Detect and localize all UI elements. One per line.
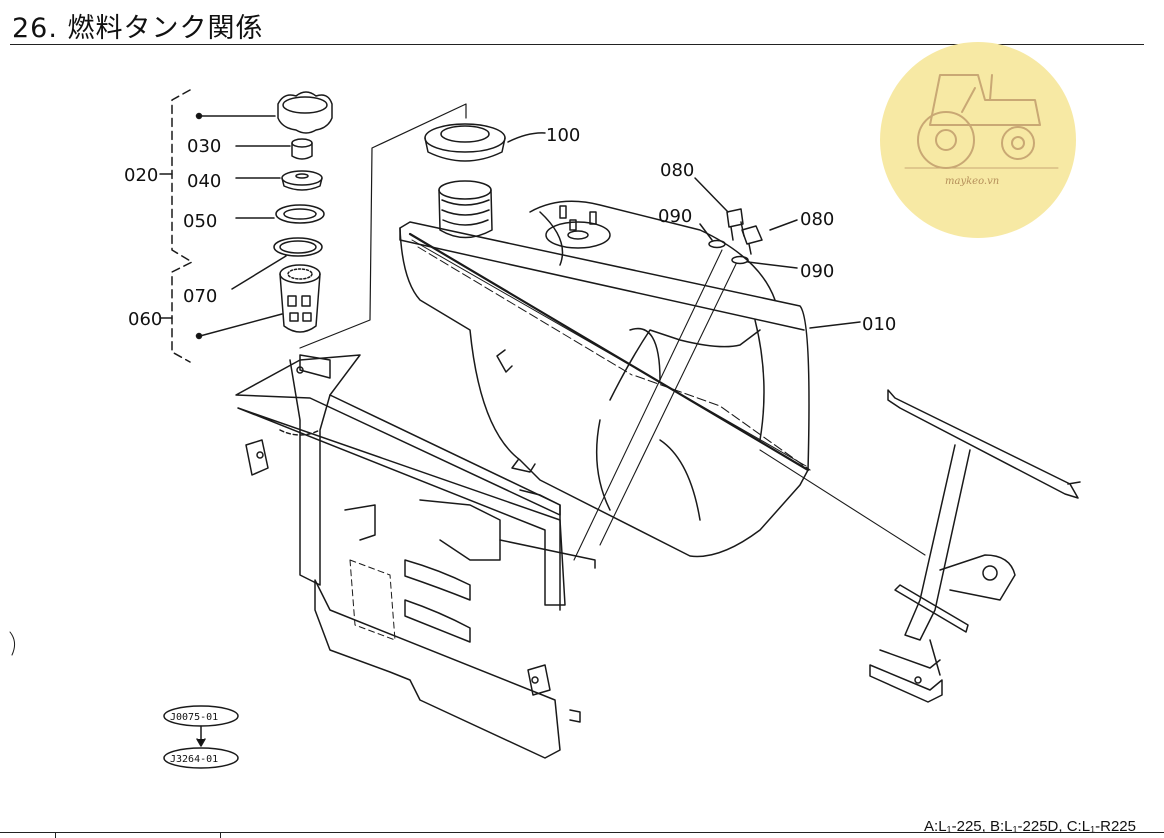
part-label-030: 030 — [187, 136, 221, 157]
footer-tick — [55, 832, 56, 838]
part-label-040: 040 — [187, 171, 221, 192]
part-label-050: 050 — [183, 211, 217, 232]
part-label-100: 100 — [546, 125, 580, 146]
part-label-090-b: 090 — [800, 261, 834, 282]
part-label-080-b: 080 — [800, 209, 834, 230]
part-label-070: 070 — [183, 286, 217, 307]
footer-divider — [0, 832, 1164, 833]
reference-oval-2 — [163, 747, 239, 769]
mounting-frame — [235, 354, 596, 759]
watermark-logo — [880, 42, 1076, 238]
filler-neck — [438, 180, 493, 239]
part-label-090-a: 090 — [658, 206, 692, 227]
part-label-010: 010 — [862, 314, 896, 335]
title-divider — [10, 44, 1144, 45]
footer-tick — [220, 832, 221, 838]
part-label-020: 020 — [124, 165, 158, 186]
reference-code-1: J0075-01 — [170, 712, 218, 723]
watermark-text: maykeo.vn — [945, 176, 999, 187]
bolts-and-washers — [573, 177, 798, 561]
filler-cap-assembly — [159, 89, 467, 363]
page-title: 26. 燃料タンク関係 — [12, 13, 264, 44]
model-applicability-note: A:L₁-225, B:L₁-225D, C:L₁-R225 — [924, 818, 1136, 835]
part-label-060: 060 — [128, 309, 162, 330]
reference-arrow-head — [196, 738, 206, 747]
reference-code-2: J3264-01 — [170, 754, 218, 765]
part-label-080-a: 080 — [660, 160, 694, 181]
fuel-tank-010 — [399, 200, 861, 558]
tank-support-stay — [759, 389, 1081, 703]
filler-ring-100 — [424, 123, 546, 162]
